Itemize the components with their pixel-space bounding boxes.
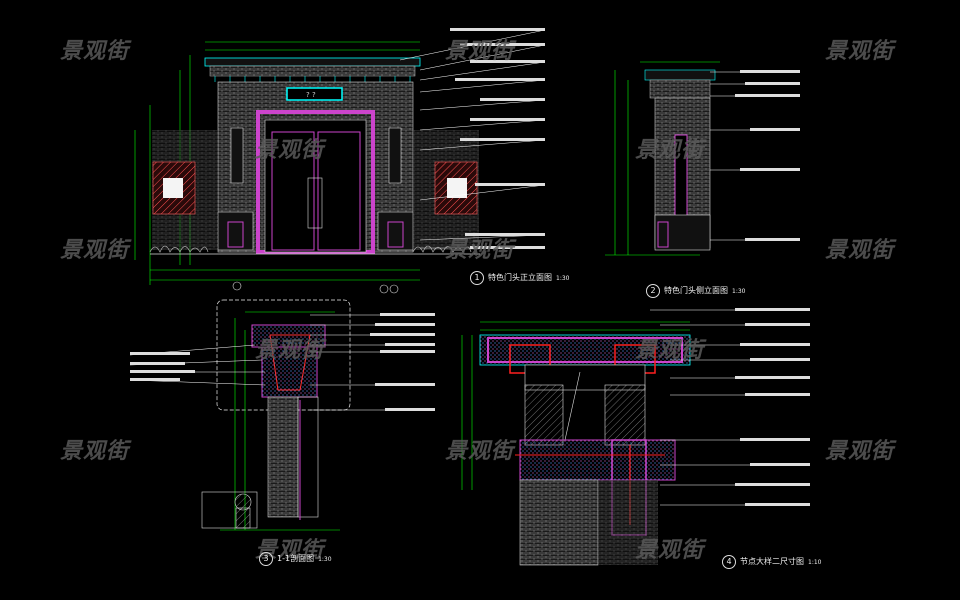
watermark: 景观街 [825, 39, 895, 64]
watermark: 景观街 [635, 338, 705, 363]
svg-text:? ?: ? ? [306, 91, 316, 99]
watermark: 景观街 [445, 39, 515, 64]
watermark: 景观街 [255, 338, 325, 363]
side-elevation-drawing [605, 61, 800, 256]
watermark: 景观街 [635, 538, 705, 563]
watermark: 景观街 [60, 238, 130, 263]
watermark: 景观街 [60, 439, 130, 464]
watermark: 景观街 [445, 439, 515, 464]
watermark: 景观街 [255, 138, 325, 163]
detail-drawing [461, 308, 810, 566]
front-elevation-drawing: ? ? [134, 28, 546, 294]
watermark: 景观街 [445, 238, 515, 263]
watermark: 景观街 [635, 138, 705, 163]
watermark: 景观街 [825, 238, 895, 263]
watermark: 景观街 [60, 39, 130, 64]
watermark: 景观街 [825, 439, 895, 464]
section-drawing [129, 299, 435, 531]
